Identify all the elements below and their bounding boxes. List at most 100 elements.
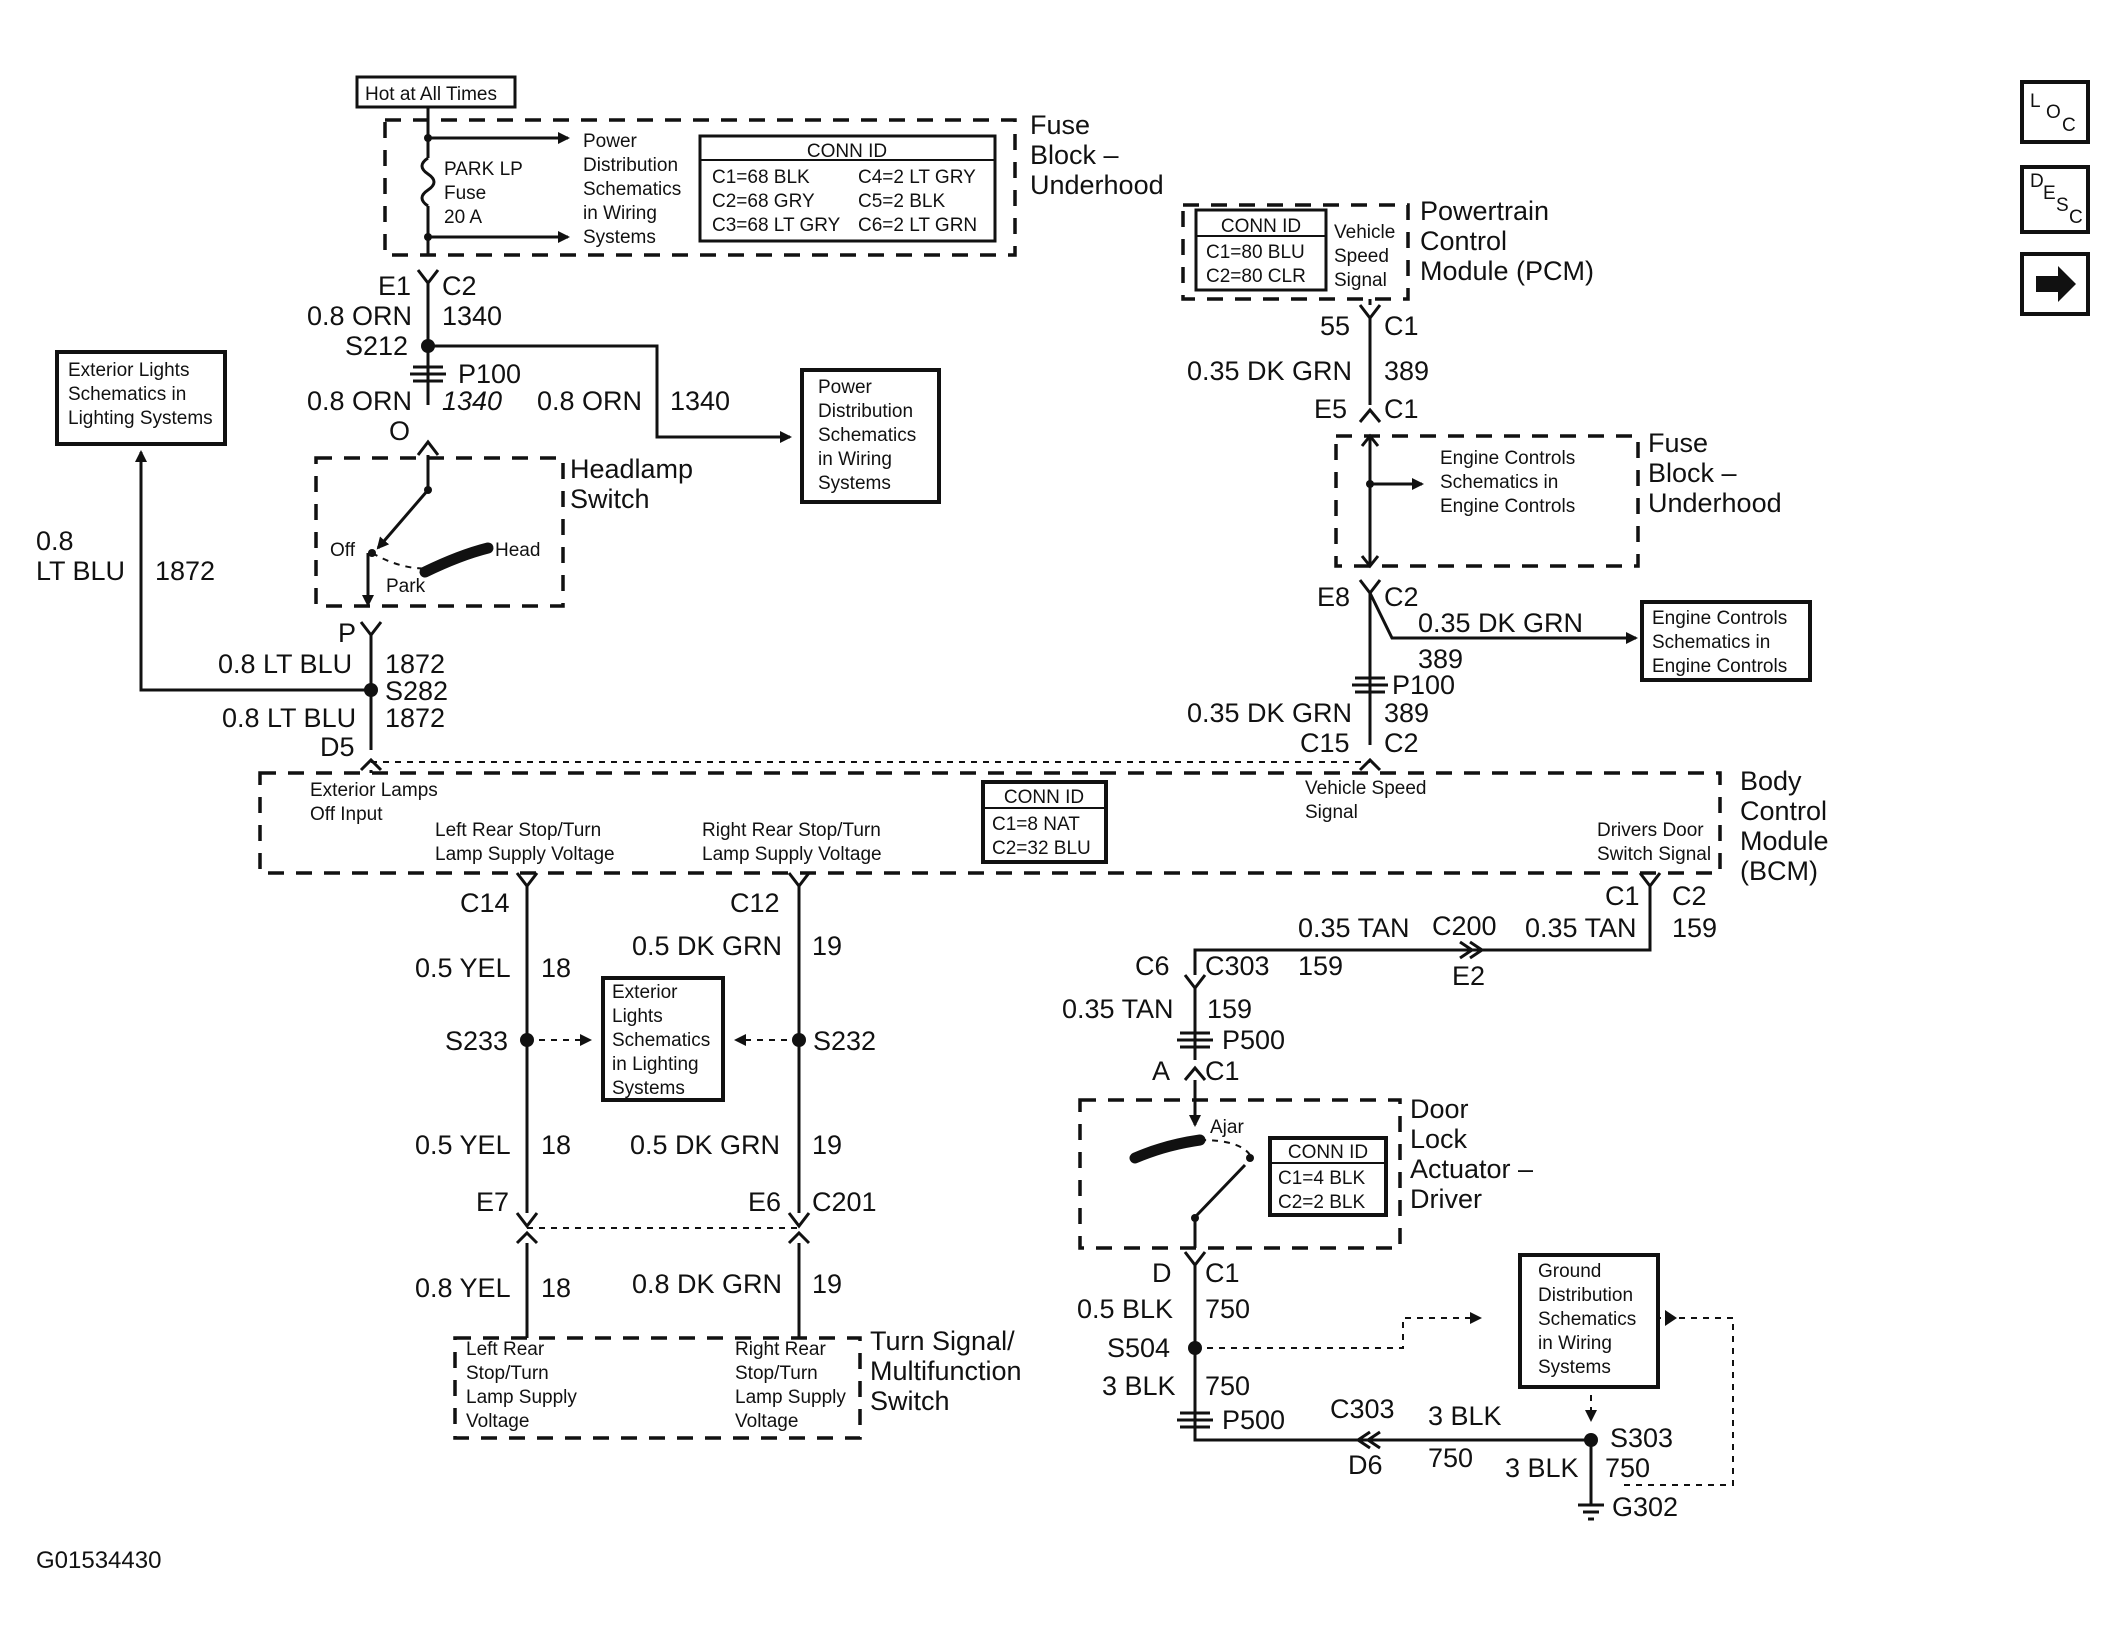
label-wire-3-blk-3: 3 BLK: [1505, 1453, 1579, 1483]
svg-text:Lighting Systems: Lighting Systems: [68, 408, 213, 429]
svg-text:Switch: Switch: [870, 1386, 950, 1416]
next-arrow-button[interactable]: [2020, 252, 2090, 316]
svg-text:Hot at All Times: Hot at All Times: [365, 84, 497, 105]
label-circuit-750: 750: [1205, 1294, 1250, 1324]
label-circuit-159: 159: [1672, 913, 1717, 943]
svg-text:Distribution: Distribution: [818, 401, 913, 422]
svg-text:CONN ID: CONN ID: [1221, 216, 1301, 237]
label-e5: E5: [1314, 394, 1347, 424]
label-wire-0.5-yel: 0.5 YEL: [415, 953, 511, 983]
svg-text:Lamp Supply: Lamp Supply: [466, 1387, 577, 1408]
label-ajar: Ajar: [1210, 1117, 1244, 1138]
label-wire-0.35-tan-3: 0.35 TAN: [1062, 994, 1174, 1024]
svg-text:Door: Door: [1410, 1094, 1469, 1124]
svg-text:Signal: Signal: [1334, 270, 1387, 291]
svg-text:D: D: [2030, 171, 2044, 192]
label-c12: C12: [730, 888, 780, 918]
label-circuit-159-3: 159: [1207, 994, 1252, 1024]
svg-text:Control: Control: [1420, 226, 1507, 256]
label-circuit-19-2: 19: [812, 1130, 842, 1160]
power-distribution-ref-top: Power Distribution Schematics in Wiring …: [583, 131, 681, 248]
svg-text:Voltage: Voltage: [466, 1411, 529, 1432]
label-e8: E8: [1317, 582, 1350, 612]
svg-text:Engine Controls: Engine Controls: [1652, 608, 1787, 629]
turn-switch-title: Turn Signal/ Multifunction Switch: [870, 1326, 1022, 1416]
svg-text:C3=68 LT GRY: C3=68 LT GRY: [712, 215, 841, 236]
fuse-block-underhood-top: [383, 118, 1017, 257]
svg-text:Module: Module: [1740, 826, 1829, 856]
svg-text:Stop/Turn: Stop/Turn: [466, 1363, 549, 1384]
turn-switch-right-label: Right Rear Stop/Turn Lamp Supply Voltage: [735, 1339, 846, 1432]
label-wire-0.8-lt-blu-2: 0.8 LT BLU: [222, 703, 356, 733]
svg-text:Vehicle Speed: Vehicle Speed: [1305, 778, 1427, 799]
svg-text:in Lighting: in Lighting: [612, 1054, 699, 1075]
loc-button[interactable]: L O C: [2020, 80, 2090, 144]
svg-text:Driver: Driver: [1410, 1184, 1482, 1214]
figure-id: G01534430: [36, 1547, 161, 1574]
svg-text:in Wiring: in Wiring: [818, 449, 892, 470]
svg-text:Fuse: Fuse: [444, 183, 486, 204]
label-p500: P500: [1222, 1025, 1285, 1055]
bcm-vss-label: Vehicle Speed Signal: [1305, 778, 1427, 823]
label-d5: D5: [320, 732, 355, 762]
park-lp-fuse-label: PARK LP Fuse 20 A: [444, 159, 523, 228]
connector-p100-top: [410, 365, 446, 383]
svg-text:Systems: Systems: [583, 227, 656, 248]
svg-text:Right Rear: Right Rear: [735, 1339, 826, 1360]
svg-text:Module (PCM): Module (PCM): [1420, 256, 1594, 286]
svg-text:Engine Controls: Engine Controls: [1652, 656, 1787, 677]
svg-text:Lamp Supply: Lamp Supply: [735, 1387, 846, 1408]
label-e1: E1: [378, 271, 411, 301]
svg-text:Lock: Lock: [1410, 1124, 1468, 1154]
label-wire-0.35-dk-grn-3: 0.35 DK GRN: [1187, 698, 1352, 728]
bcm-left-rear-label: Left Rear Stop/Turn Lamp Supply Voltage: [435, 820, 615, 865]
label-d6: D6: [1348, 1450, 1383, 1480]
label-circuit-19: 19: [812, 931, 842, 961]
pcm-vss-label: Vehicle Speed Signal: [1334, 222, 1395, 291]
pcm-module: [1181, 203, 1410, 301]
svg-text:Schematics in: Schematics in: [1440, 472, 1558, 493]
label-wire-3-blk: 3 BLK: [1102, 1371, 1176, 1401]
label-c1-door-2: C1: [1205, 1258, 1240, 1288]
label-c1: C1: [1384, 311, 1419, 341]
svg-text:Schematics: Schematics: [583, 179, 681, 200]
right-arrow-icon: [2036, 266, 2076, 302]
label-head: Head: [495, 540, 540, 561]
svg-text:Power: Power: [818, 377, 873, 398]
svg-text:Engine Controls: Engine Controls: [1440, 448, 1575, 469]
desc-button[interactable]: D E S C: [2020, 165, 2090, 234]
label-c2: C2: [442, 271, 477, 301]
label-wire-0.35-dk-grn: 0.35 DK GRN: [1187, 356, 1352, 386]
connector-p500-bottom: [1177, 1411, 1213, 1429]
label-c303: C303: [1205, 951, 1270, 981]
label-c2-c15: C2: [1384, 728, 1419, 758]
engine-controls-ref-fuse: Engine Controls Schematics in Engine Con…: [1440, 448, 1575, 517]
label-e6: E6: [748, 1187, 781, 1217]
label-a: A: [1152, 1056, 1170, 1086]
label-o: O: [389, 416, 410, 446]
label-wire-0.35-tan-2: 0.35 TAN: [1525, 913, 1637, 943]
label-wire-0.5-dk-grn: 0.5 DK GRN: [632, 931, 782, 961]
fuse-block-right-title: Fuse Block – Underhood: [1648, 428, 1782, 518]
label-circuit-750-2: 750: [1205, 1371, 1250, 1401]
svg-text:CONN ID: CONN ID: [1288, 1142, 1368, 1163]
label-c2-bcm: C2: [1672, 881, 1707, 911]
power-distribution-ref-mid: Power Distribution Schematics in Wiring …: [800, 368, 941, 504]
label-e7: E7: [476, 1187, 509, 1217]
svg-text:C6=2 LT GRN: C6=2 LT GRN: [858, 215, 977, 236]
label-g302: G302: [1612, 1492, 1678, 1522]
bcm-conn-id: CONN ID C1=8 NAT C2=32 BLU: [981, 780, 1108, 864]
label-circuit-1872-top: 1872: [155, 556, 215, 586]
svg-text:Block –: Block –: [1030, 140, 1119, 170]
label-wire-0.5-yel-2: 0.5 YEL: [415, 1130, 511, 1160]
label-circuit-750-4: 750: [1605, 1453, 1650, 1483]
label-s504: S504: [1107, 1333, 1170, 1363]
svg-text:PARK LP: PARK LP: [444, 159, 523, 180]
svg-text:Schematics: Schematics: [612, 1030, 710, 1051]
svg-text:C1=4 BLK: C1=4 BLK: [1278, 1168, 1365, 1189]
svg-text:in Wiring: in Wiring: [1538, 1333, 1612, 1354]
label-circuit-18: 18: [541, 953, 571, 983]
svg-text:C1=8 NAT: C1=8 NAT: [992, 814, 1080, 835]
label-s233: S233: [445, 1026, 508, 1056]
